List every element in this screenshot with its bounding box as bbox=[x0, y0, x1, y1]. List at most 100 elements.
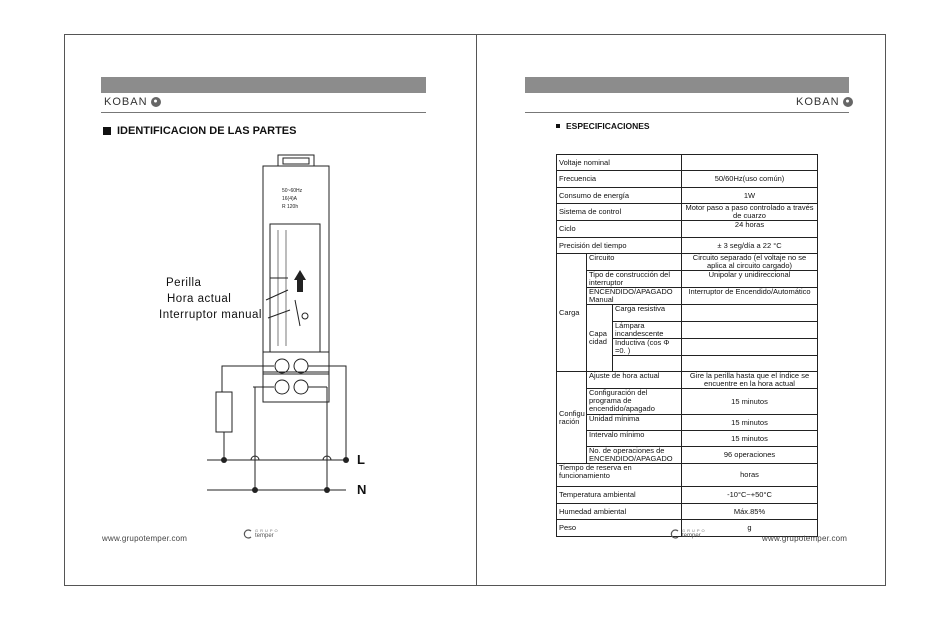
spec-label: Consumo de energía bbox=[556, 187, 682, 204]
bullet-square-icon bbox=[556, 124, 560, 128]
device-marking-2: 16(4)A bbox=[282, 196, 298, 202]
spec-label: No. de operaciones de ENCENDIDO/APAGADO bbox=[586, 446, 682, 464]
spec-value: horas bbox=[681, 463, 818, 487]
header-rule bbox=[101, 112, 426, 113]
spec-label: Frecuencia bbox=[556, 170, 682, 188]
spec-label: Ajuste de hora actual bbox=[586, 371, 682, 389]
callout-interruptor-manual: Interruptor manual bbox=[159, 309, 262, 321]
brand-name: KOBAN bbox=[104, 96, 148, 108]
table-row: Carga Circuito Circuito separado (el vol… bbox=[556, 253, 818, 372]
spec-label: Tipo de construcción del interruptor bbox=[586, 270, 682, 288]
spec-value: 15 minutos bbox=[681, 414, 818, 431]
spec-value: Máx.85% bbox=[681, 503, 818, 520]
brand-name: KOBAN bbox=[796, 96, 840, 108]
table-row: Tiempo de reserva en funcionamiento hora… bbox=[556, 463, 818, 487]
brand-mark-icon: ● bbox=[150, 97, 161, 107]
footer-logo-small: GRUPO bbox=[682, 528, 707, 533]
spec-value: Motor paso a paso controlado a través de… bbox=[681, 203, 818, 221]
footer-logo: GRUPO temper bbox=[243, 528, 280, 539]
callout-hora-actual: Hora actual bbox=[167, 293, 232, 305]
terminal-3 bbox=[274, 379, 290, 395]
table-row: Configu ración Ajuste de hora actual Gir… bbox=[556, 371, 818, 464]
brand-logo: KOBAN ● bbox=[104, 96, 161, 108]
spec-value: Interruptor de Encendido/Automático bbox=[681, 287, 818, 305]
spec-label bbox=[612, 355, 682, 372]
page-divider bbox=[476, 34, 477, 586]
spec-value: 24 horas bbox=[681, 220, 818, 238]
spec-value: g bbox=[681, 519, 818, 537]
table-row: No. de operaciones de ENCENDIDO/APAGADO … bbox=[557, 446, 818, 464]
table-row: Unidad mínima 15 minutos bbox=[557, 414, 818, 431]
footer-logo-text: temper bbox=[255, 533, 274, 539]
footer-logo-text: temper bbox=[682, 533, 701, 539]
spec-label: Peso bbox=[556, 519, 682, 537]
table-row: Precisión del tiempo ± 3 seg/día a 22 °C bbox=[556, 237, 818, 254]
spec-label: Sistema de control bbox=[556, 203, 682, 221]
section-heading: IDENTIFICACION DE LAS PARTES bbox=[103, 125, 296, 137]
table-row: Lámpara incandescente bbox=[557, 321, 818, 339]
footer-logo: GRUPO temper bbox=[670, 528, 707, 539]
group-label-capacidad: Capa cidad bbox=[586, 304, 613, 372]
spec-value bbox=[681, 154, 818, 171]
spec-value bbox=[681, 338, 818, 356]
dial-scale bbox=[277, 230, 287, 346]
device-marking-1: 50~60Hz bbox=[282, 188, 303, 194]
line-label-N: N bbox=[357, 482, 367, 497]
load-resistor bbox=[215, 391, 233, 433]
spec-label: ENCENDIDO/APAGADO Manual bbox=[586, 287, 682, 305]
table-row: Frecuencia 50/60Hz(uso común) bbox=[556, 170, 818, 188]
spec-value: -10°C~+50°C bbox=[681, 486, 818, 504]
table-row: Voltaje nominal bbox=[556, 154, 818, 171]
spec-label: Lámpara incandescente bbox=[612, 321, 682, 339]
dial-window bbox=[269, 223, 321, 353]
spec-label: Temperatura ambiental bbox=[556, 486, 682, 504]
temper-swirl-icon bbox=[243, 528, 252, 539]
footer-url: www.grupotemper.com bbox=[762, 534, 848, 543]
spec-value: Circuito separado (el voltaje no se apli… bbox=[681, 253, 818, 271]
spec-label: Precisión del tiempo bbox=[556, 237, 682, 254]
document-spread bbox=[64, 34, 886, 586]
footer-logo-small: GRUPO bbox=[255, 528, 280, 533]
spec-label: Carga resistiva bbox=[612, 304, 682, 322]
spec-label: Humedad ambiental bbox=[556, 503, 682, 520]
spec-value: 15 minutos bbox=[681, 388, 818, 415]
table-row: Temperatura ambiental -10°C~+50°C bbox=[556, 486, 818, 504]
table-row: Intervalo mínimo 15 minutos bbox=[557, 430, 818, 447]
brand-logo: KOBAN ● bbox=[796, 96, 853, 108]
spec-label: Voltaje nominal bbox=[556, 154, 682, 171]
spec-value: Gire la perilla hasta que el índice se e… bbox=[681, 371, 818, 389]
header-band bbox=[525, 77, 849, 93]
group-label-configuracion: Configu ración bbox=[556, 371, 587, 464]
spec-value: 1W bbox=[681, 187, 818, 204]
table-row: Sistema de control Motor paso a paso con… bbox=[556, 203, 818, 221]
spec-value: 96 operaciones bbox=[681, 446, 818, 464]
spec-value bbox=[681, 355, 818, 372]
terminal-1 bbox=[274, 358, 290, 374]
device-marking-3: R 120h bbox=[282, 204, 298, 210]
spec-value: Unipolar y unidireccional bbox=[681, 270, 818, 288]
footer-url: www.grupotemper.com bbox=[102, 534, 188, 543]
spec-label: Intervalo mínimo bbox=[586, 430, 682, 447]
wiring-diagram: 50~60Hz 16(4)A R 120h bbox=[207, 154, 349, 493]
spec-label: Ciclo bbox=[556, 220, 682, 238]
section-heading: ESPECIFICACIONES bbox=[556, 121, 650, 131]
dial-arrow-icon bbox=[294, 270, 306, 292]
spec-label: Inductiva (cos Φ =0. ) bbox=[612, 338, 682, 356]
table-row: ENCENDIDO/APAGADO Manual Interruptor de … bbox=[557, 287, 818, 305]
spec-value bbox=[681, 321, 818, 339]
spec-value bbox=[681, 304, 818, 322]
lower-terminal-block bbox=[262, 373, 330, 403]
spec-value: ± 3 seg/día a 22 °C bbox=[681, 237, 818, 254]
table-row: Tipo de construcción del interruptor Uni… bbox=[557, 270, 818, 288]
spec-label: Configuración del programa de encendido/… bbox=[586, 388, 682, 415]
spec-label: Unidad mínima bbox=[586, 414, 682, 431]
terminal-4 bbox=[293, 379, 309, 395]
header-band bbox=[101, 77, 426, 93]
header-rule bbox=[525, 112, 849, 113]
specifications-table: Voltaje nominal Frecuencia 50/60Hz(uso c… bbox=[556, 154, 818, 537]
callout-perilla: Perilla bbox=[166, 277, 202, 289]
spec-label: Tiempo de reserva en funcionamiento bbox=[556, 463, 682, 487]
spec-value: 50/60Hz(uso común) bbox=[681, 170, 818, 188]
brand-mark-icon: ● bbox=[842, 97, 853, 107]
section-heading-text: IDENTIFICACION DE LAS PARTES bbox=[117, 125, 297, 137]
